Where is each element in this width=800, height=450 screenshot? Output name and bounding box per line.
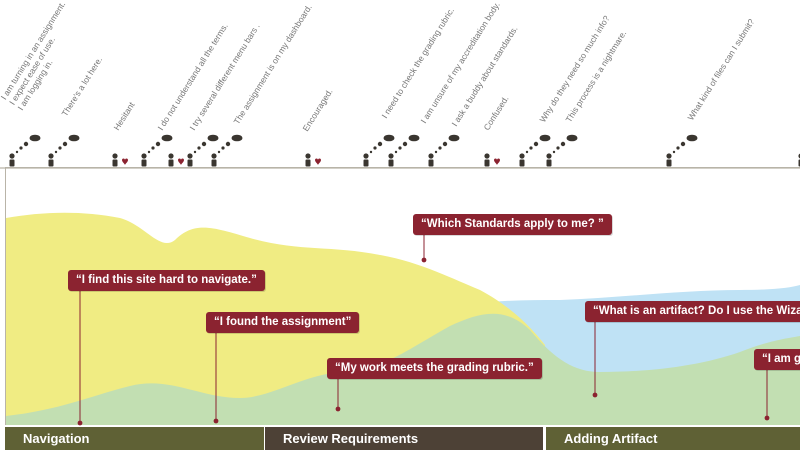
- thought-bubble-icon: [29, 134, 41, 142]
- thought-dot-icon: [62, 141, 68, 147]
- person-icon: [388, 134, 420, 167]
- heart-icon: [178, 158, 184, 165]
- thought-bubble-icon: [231, 134, 243, 142]
- thought-dot-icon: [533, 141, 539, 147]
- thought-dot-icon: [556, 146, 560, 150]
- thought-dot-icon: [58, 146, 62, 150]
- thought-dot-icon: [676, 146, 680, 150]
- thought-dot-icon: [369, 150, 373, 154]
- quote-callout: “My work meets the grading rubric.”: [327, 358, 542, 379]
- quote-callout: “I am going: [754, 349, 800, 370]
- thought-dot-icon: [54, 150, 58, 154]
- phase-review-requirements: Review Requirements: [265, 427, 543, 450]
- person-icon: [187, 134, 219, 167]
- thought-dot-icon: [193, 150, 197, 154]
- thought-dot-icon: [221, 146, 225, 150]
- thought-dot-icon: [434, 150, 438, 154]
- thought-dot-icon: [19, 146, 23, 150]
- thought-dot-icon: [147, 150, 151, 154]
- thought-bubble-icon: [566, 134, 578, 142]
- thought-dot-icon: [23, 141, 29, 147]
- thought-bubble-icon: [539, 134, 551, 142]
- leader-dot: [592, 392, 598, 398]
- thought-dot-icon: [442, 141, 448, 147]
- thought-dot-icon: [201, 141, 207, 147]
- heart-icon: [315, 158, 321, 165]
- heart-icon: [494, 158, 500, 165]
- leader-dot: [335, 406, 341, 412]
- person-icon: [112, 153, 128, 167]
- thought-bubble-icon: [68, 134, 80, 142]
- person-icon: [305, 153, 321, 167]
- person-icon: [168, 153, 184, 167]
- thought-bubble-icon: [207, 134, 219, 142]
- thought-dot-icon: [197, 146, 201, 150]
- thought-dot-icon: [560, 141, 566, 147]
- person-icon: [519, 134, 551, 167]
- person-icon: [666, 134, 698, 167]
- quote-callout: “Which Standards apply to me? ”: [413, 214, 612, 235]
- heart-icon: [122, 158, 128, 165]
- person-icon: [484, 153, 500, 167]
- thought-dot-icon: [398, 146, 402, 150]
- thought-dot-icon: [680, 141, 686, 147]
- thought-bubble-icon: [408, 134, 420, 142]
- quote-callout: “What is an artifact? Do I use the Wizar…: [585, 301, 800, 322]
- quote-callout: “I find this site hard to navigate.”: [68, 270, 265, 291]
- person-icon: [546, 134, 578, 167]
- person-icon: [9, 134, 41, 167]
- thought-bubble-icon: [448, 134, 460, 142]
- thought-bubble-icon: [686, 134, 698, 142]
- person-icon: [428, 134, 460, 167]
- person-icon: [211, 134, 243, 167]
- thought-dot-icon: [155, 141, 161, 147]
- phase-navigation: Navigation: [5, 427, 264, 450]
- thought-bubble-icon: [383, 134, 395, 142]
- thought-dot-icon: [525, 150, 529, 154]
- thought-dot-icon: [402, 141, 408, 147]
- person-icon: [363, 134, 395, 167]
- person-icon: [141, 134, 173, 167]
- thought-dot-icon: [377, 141, 383, 147]
- leader-dot: [213, 418, 219, 424]
- thought-dot-icon: [217, 150, 221, 154]
- leader-dot: [77, 420, 83, 426]
- thought-dot-icon: [151, 146, 155, 150]
- thought-dot-icon: [438, 146, 442, 150]
- thought-bubble-icon: [161, 134, 173, 142]
- thought-dot-icon: [225, 141, 231, 147]
- person-icon: [48, 134, 80, 167]
- thought-dot-icon: [394, 150, 398, 154]
- quote-callout: “I found the assignment”: [206, 312, 360, 333]
- leader-dot: [421, 257, 427, 263]
- leader-dot: [764, 415, 770, 421]
- phase-adding-artifact: Adding Artifact: [546, 427, 800, 450]
- thought-dot-icon: [672, 150, 676, 154]
- thought-dot-icon: [15, 150, 19, 154]
- thought-dot-icon: [373, 146, 377, 150]
- thought-dot-icon: [552, 150, 556, 154]
- thought-dot-icon: [529, 146, 533, 150]
